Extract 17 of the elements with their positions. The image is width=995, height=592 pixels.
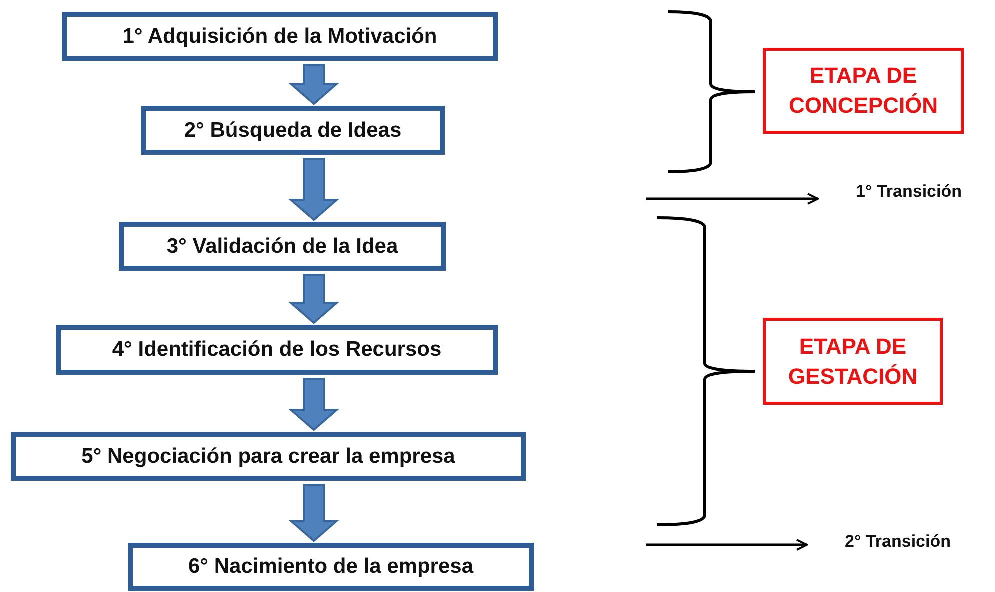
stage-box: ETAPA DE GESTACIÓN <box>763 318 943 405</box>
transition-label: 1° Transición <box>856 180 992 204</box>
block-arrow <box>288 274 340 324</box>
block-arrow <box>288 158 340 222</box>
process-box: 5° Negociación para crear la empresa <box>11 432 526 481</box>
block-arrow <box>288 64 340 106</box>
process-box: 3° Validación de la Idea <box>119 222 446 271</box>
process-box: 1° Adquisición de la Motivación <box>62 12 498 61</box>
arrow <box>646 193 819 205</box>
process-box: 4° Identificación de los Recursos <box>56 325 498 375</box>
process-box: 2° Búsqueda de Ideas <box>141 106 445 155</box>
stage-box: ETAPA DE CONCEPCIÓN <box>763 48 964 134</box>
block-arrow <box>288 484 340 542</box>
arrow <box>646 539 808 551</box>
transition-label: 2° Transición <box>845 530 990 554</box>
block-arrow <box>288 378 340 432</box>
process-box: 6° Nacimiento de la empresa <box>128 543 534 591</box>
